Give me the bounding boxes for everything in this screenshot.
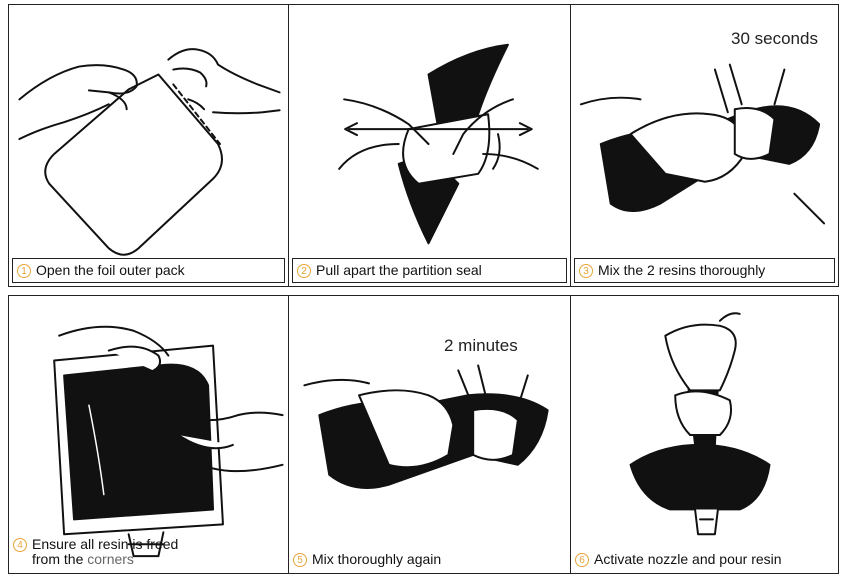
step-2-panel: 2 Pull apart the partition seal [289,5,571,286]
steps-row-1: 1 Open the foil outer pack 2 Pull apart … [8,4,839,287]
step-6-caption: 6 Activate nozzle and pour resin [575,552,832,567]
step-5-text: Mix thoroughly again [312,552,441,567]
step-3-panel: 30 seconds 3 Mix the 2 resins thoroughly [571,5,838,286]
step-4-panel: 4 Ensure all resin is freed from the cor… [9,296,289,573]
mix-again-illustration [289,296,570,573]
step-5-caption: 5 Mix thoroughly again [293,552,564,567]
pull-partition-seal-illustration [289,5,570,286]
step-4-caption: 4 Ensure all resin is freed from the cor… [13,537,282,567]
step-1-text: Open the foil outer pack [36,263,185,278]
step-4-text-line2a: from the [32,551,87,567]
step-2-text: Pull apart the partition seal [316,263,482,278]
step-4-text-line2b: corners [87,551,134,567]
open-foil-pack-illustration [9,5,288,286]
step-number-badge: 3 [579,264,593,278]
free-resin-corners-illustration [9,296,288,573]
step-number-badge: 2 [297,264,311,278]
step-number-badge: 5 [293,553,307,567]
step-1-panel: 1 Open the foil outer pack [9,5,289,286]
step-number-badge: 4 [13,538,27,552]
step-1-caption: 1 Open the foil outer pack [12,258,285,283]
step-number-badge: 1 [17,264,31,278]
step-6-panel: 6 Activate nozzle and pour resin [571,296,838,573]
step-5-panel: 2 minutes 5 Mix thoroughly again [289,296,571,573]
steps-row-2: 4 Ensure all resin is freed from the cor… [8,295,839,574]
step-6-text: Activate nozzle and pour resin [594,552,782,567]
mix-resins-illustration [571,5,838,286]
step-4-text-line1: Ensure all resin is freed [32,536,178,552]
step-3-caption: 3 Mix the 2 resins thoroughly [574,258,835,283]
step-3-text: Mix the 2 resins thoroughly [598,263,765,278]
step-2-caption: 2 Pull apart the partition seal [292,258,567,283]
step-number-badge: 6 [575,553,589,567]
pour-resin-illustration [571,296,838,573]
